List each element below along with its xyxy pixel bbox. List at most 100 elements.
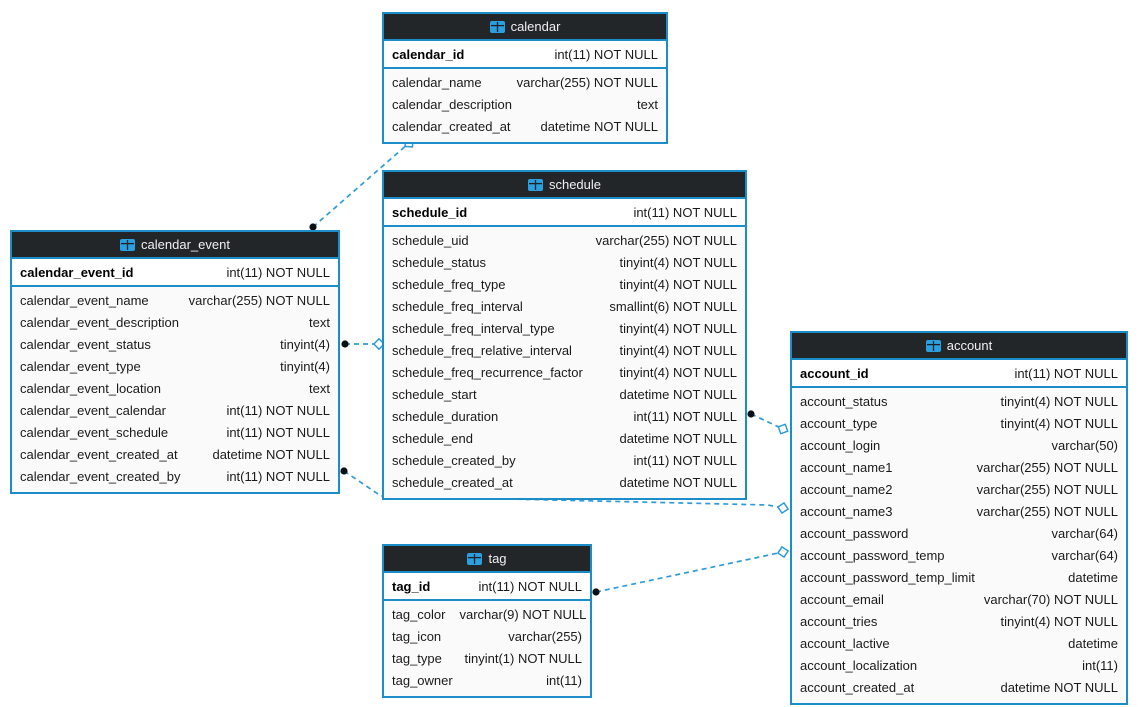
column-name: account_password [800, 526, 909, 541]
column-name: calendar_created_at [392, 119, 511, 134]
column-type: smallint(6) NOT NULL [609, 299, 737, 314]
column-name: schedule_freq_relative_interval [392, 343, 572, 358]
pk-column-type: int(11) NOT NULL [1014, 365, 1118, 381]
relationship-line [595, 551, 784, 593]
column-rows: account_status tinyint(4) NOT NULL accou… [792, 388, 1126, 703]
column-row[interactable]: account_lactive datetime [792, 633, 1126, 655]
column-row[interactable]: account_password_temp varchar(64) [792, 545, 1126, 567]
column-row[interactable]: schedule_uid varchar(255) NOT NULL [384, 230, 745, 252]
column-rows: calendar_name varchar(255) NOT NULL cale… [384, 69, 666, 142]
column-row[interactable]: schedule_status tinyint(4) NOT NULL [384, 252, 745, 274]
table-header[interactable]: calendar_event [12, 232, 338, 259]
table-header[interactable]: account [792, 333, 1126, 360]
primary-key-row[interactable]: calendar_event_id int(11) NOT NULL [12, 259, 338, 287]
column-row[interactable]: account_password varchar(64) [792, 523, 1126, 545]
column-row[interactable]: calendar_event_created_at datetime NOT N… [12, 444, 338, 466]
column-row[interactable]: account_status tinyint(4) NOT NULL [792, 391, 1126, 413]
table-icon [467, 552, 483, 565]
primary-key-row[interactable]: tag_id int(11) NOT NULL [384, 573, 590, 601]
column-row[interactable]: schedule_freq_type tinyint(4) NOT NULL [384, 274, 745, 296]
table-calendar_event[interactable]: calendar_event calendar_event_id int(11)… [10, 230, 340, 494]
column-row[interactable]: calendar_event_type tinyint(4) [12, 356, 338, 378]
column-row[interactable]: account_type tinyint(4) NOT NULL [792, 413, 1126, 435]
column-type: tinyint(4) [280, 337, 330, 352]
column-rows: tag_color varchar(9) NOT NULL tag_icon v… [384, 601, 590, 696]
column-type: int(11) NOT NULL [633, 409, 737, 424]
column-row[interactable]: calendar_event_location text [12, 378, 338, 400]
column-row[interactable]: account_created_at datetime NOT NULL [792, 677, 1126, 699]
column-name: account_type [800, 416, 878, 431]
table-icon [120, 238, 136, 251]
table-icon [925, 339, 941, 352]
column-type: tinyint(4) NOT NULL [619, 343, 737, 358]
column-row[interactable]: calendar_name varchar(255) NOT NULL [384, 72, 666, 94]
pk-column-name: calendar_id [392, 46, 465, 62]
column-row[interactable]: account_name2 varchar(255) NOT NULL [792, 479, 1126, 501]
column-row[interactable]: calendar_event_calendar int(11) NOT NULL [12, 400, 338, 422]
pk-end-diamond-icon [776, 501, 790, 515]
column-row[interactable]: calendar_event_schedule int(11) NOT NULL [12, 422, 338, 444]
column-type: int(11) NOT NULL [633, 453, 737, 468]
table-title: calendar [510, 19, 561, 34]
table-header[interactable]: calendar [384, 14, 666, 41]
column-type: int(11) NOT NULL [226, 469, 330, 484]
column-row[interactable]: account_login varchar(50) [792, 435, 1126, 457]
column-type: varchar(64) [1051, 526, 1118, 541]
column-row[interactable]: tag_icon varchar(255) [384, 626, 590, 648]
column-row[interactable]: schedule_freq_relative_interval tinyint(… [384, 340, 745, 362]
column-row[interactable]: calendar_event_created_by int(11) NOT NU… [12, 466, 338, 488]
column-row[interactable]: schedule_freq_interval smallint(6) NOT N… [384, 296, 745, 318]
column-rows: schedule_uid varchar(255) NOT NULL sched… [384, 227, 745, 498]
column-type: varchar(255) [508, 629, 582, 644]
column-name: schedule_start [392, 387, 477, 402]
column-row[interactable]: tag_owner int(11) [384, 670, 590, 692]
table-header[interactable]: tag [384, 546, 590, 573]
column-row[interactable]: calendar_event_status tinyint(4) [12, 334, 338, 356]
column-name: account_tries [800, 614, 878, 629]
column-row[interactable]: account_localization int(11) [792, 655, 1126, 677]
column-name: calendar_event_name [20, 293, 149, 308]
pk-column-name: tag_id [392, 578, 431, 594]
column-row[interactable]: schedule_created_by int(11) NOT NULL [384, 450, 745, 472]
column-row[interactable]: calendar_event_description text [12, 312, 338, 334]
column-name: account_email [800, 592, 884, 607]
column-row[interactable]: account_name3 varchar(255) NOT NULL [792, 501, 1126, 523]
column-type: varchar(70) NOT NULL [983, 592, 1118, 607]
column-row[interactable]: schedule_freq_interval_type tinyint(4) N… [384, 318, 745, 340]
column-row[interactable]: schedule_duration int(11) NOT NULL [384, 406, 745, 428]
column-type: int(11) NOT NULL [226, 403, 330, 418]
table-account[interactable]: account account_id int(11) NOT NULL acco… [790, 331, 1128, 705]
column-row[interactable]: calendar_event_name varchar(255) NOT NUL… [12, 290, 338, 312]
column-row[interactable]: calendar_description text [384, 94, 666, 116]
column-row[interactable]: tag_type tinyint(1) NOT NULL [384, 648, 590, 670]
column-row[interactable]: schedule_freq_recurrence_factor tinyint(… [384, 362, 745, 384]
column-row[interactable]: schedule_created_at datetime NOT NULL [384, 472, 745, 494]
primary-key-row[interactable]: calendar_id int(11) NOT NULL [384, 41, 666, 69]
column-row[interactable]: account_tries tinyint(4) NOT NULL [792, 611, 1126, 633]
column-row[interactable]: schedule_end datetime NOT NULL [384, 428, 745, 450]
table-calendar[interactable]: calendar calendar_id int(11) NOT NULL ca… [382, 12, 668, 144]
column-row[interactable]: account_email varchar(70) NOT NULL [792, 589, 1126, 611]
column-type: tinyint(4) NOT NULL [1000, 416, 1118, 431]
column-row[interactable]: calendar_created_at datetime NOT NULL [384, 116, 666, 138]
column-name: schedule_created_by [392, 453, 516, 468]
column-row[interactable]: account_name1 varchar(255) NOT NULL [792, 457, 1126, 479]
column-row[interactable]: schedule_start datetime NOT NULL [384, 384, 745, 406]
column-row[interactable]: tag_color varchar(9) NOT NULL [384, 604, 590, 626]
table-title: tag [488, 551, 507, 566]
table-schedule[interactable]: schedule schedule_id int(11) NOT NULL sc… [382, 170, 747, 500]
table-tag[interactable]: tag tag_id int(11) NOT NULL tag_color va… [382, 544, 592, 698]
pk-column-type: int(11) NOT NULL [226, 264, 330, 280]
column-name: calendar_event_created_by [20, 469, 181, 484]
primary-key-row[interactable]: schedule_id int(11) NOT NULL [384, 199, 745, 227]
column-type: datetime [1068, 636, 1118, 651]
column-type: tinyint(4) NOT NULL [619, 321, 737, 336]
column-name: schedule_end [392, 431, 473, 446]
column-row[interactable]: account_password_temp_limit datetime [792, 567, 1126, 589]
primary-key-row[interactable]: account_id int(11) NOT NULL [792, 360, 1126, 388]
column-type: varchar(255) NOT NULL [976, 504, 1118, 519]
table-header[interactable]: schedule [384, 172, 745, 199]
column-type: tinyint(4) NOT NULL [619, 255, 737, 270]
column-name: schedule_freq_interval [392, 299, 523, 314]
column-name: account_status [800, 394, 888, 409]
